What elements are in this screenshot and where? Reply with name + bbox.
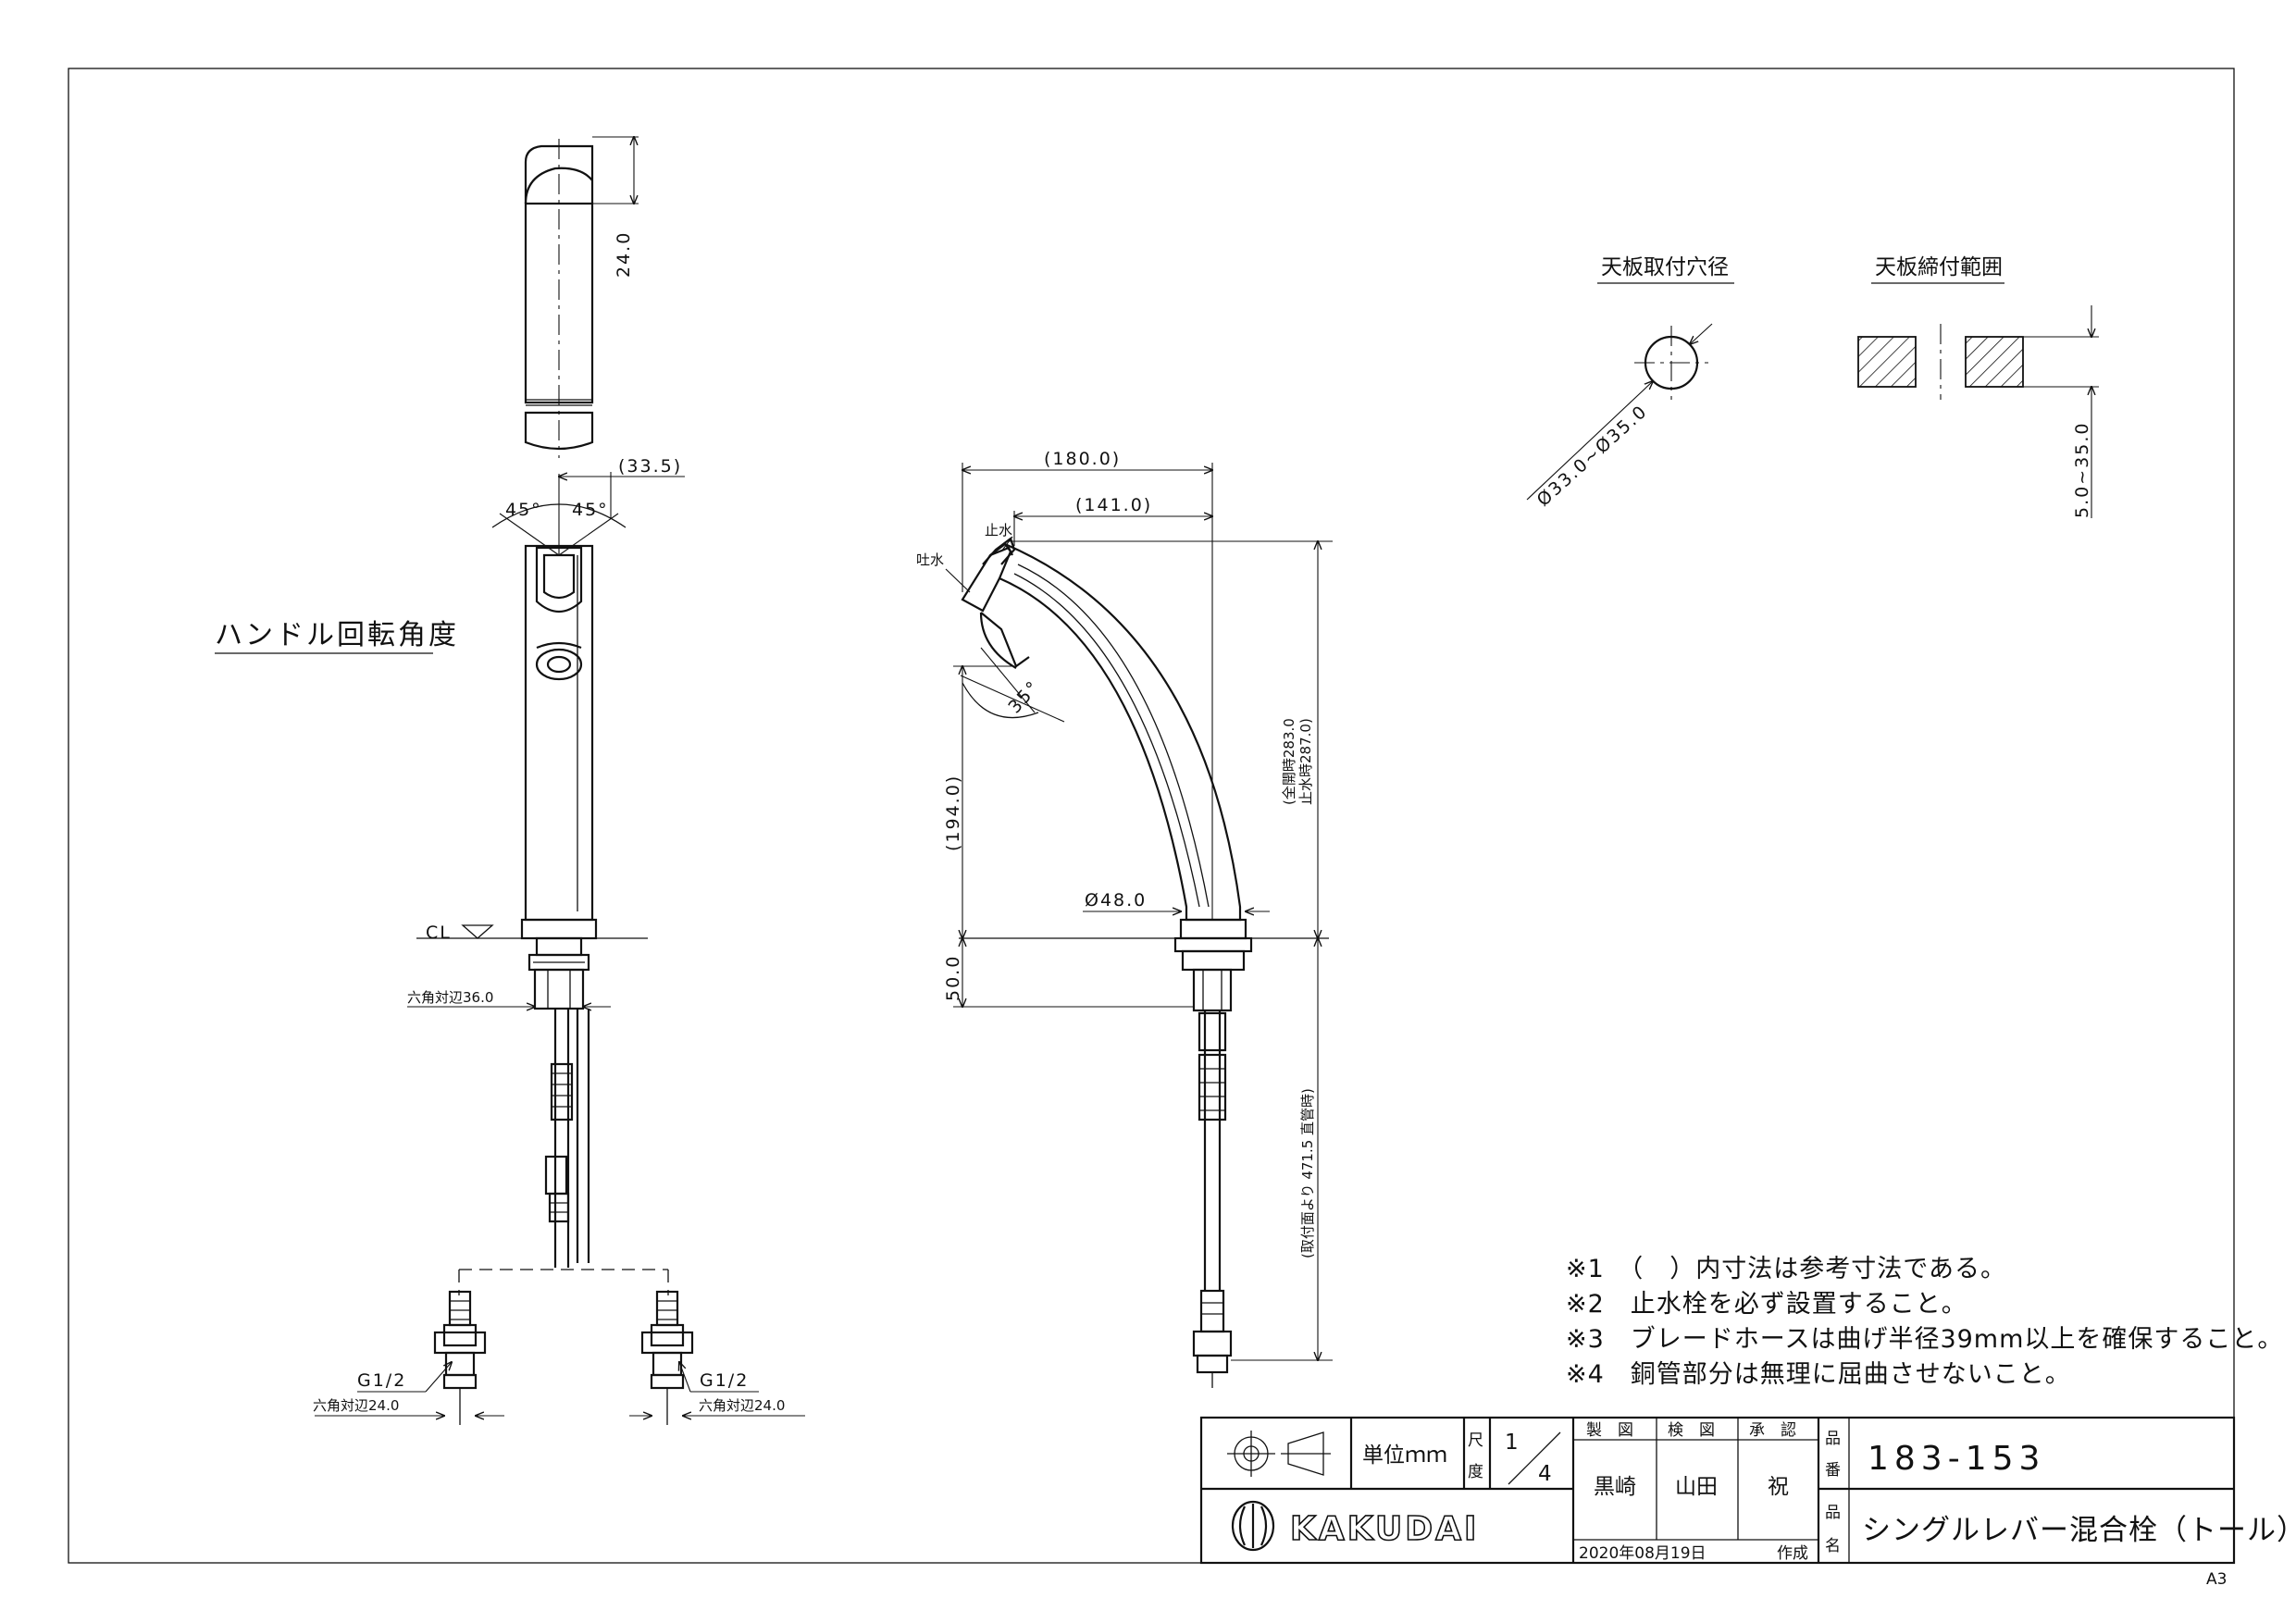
note-3: ※3 ブレードホースは曲げ半径39mm以上を確保すること。: [1566, 1325, 2283, 1354]
dim-clamp-range: 5.0~35.0: [2072, 422, 2092, 518]
dim-side-141: (141.0): [1075, 495, 1152, 515]
part-name-label-2: 名: [1825, 1537, 1841, 1555]
dim-front-offset: (33.5): [618, 456, 682, 477]
col-checked: 検 図: [1668, 1421, 1715, 1440]
dim-side-194: (194.0): [943, 774, 963, 851]
approved-by: 祝: [1768, 1475, 1789, 1499]
note-2: ※2 止水栓を必ず設置すること。: [1566, 1290, 1967, 1319]
dim-height-open: (全開時283.0: [1281, 718, 1297, 805]
part-number: 183-153: [1868, 1440, 2045, 1478]
notes: ※1 （ ）内寸法は参考寸法である。 ※2 止水栓を必ず設置すること。 ※3 ブ…: [1566, 1255, 2283, 1389]
scale-label-2: 度: [1468, 1463, 1483, 1481]
part-name: シングルレバー混合栓（トール）: [1862, 1514, 2296, 1547]
front-view: 24.0 45° 45° (33.5) ハンドル回転角度 CL: [215, 137, 805, 1425]
dim-hex-24-right: 六角対辺24.0: [699, 1397, 785, 1414]
part-no-label-1: 品: [1825, 1430, 1841, 1448]
dim-hole-diameter: Ø33.0~Ø35.0: [1533, 401, 1652, 510]
dim-side-50: 50.0: [943, 955, 963, 1001]
label-handle-rotation: ハンドル回転角度: [215, 619, 459, 651]
dim-side-180: (180.0): [1044, 449, 1121, 469]
col-drawn: 製 図: [1586, 1421, 1633, 1440]
title-clamp-range: 天板締付範囲: [1875, 255, 2003, 279]
company-name: KAKUDAI: [1290, 1510, 1479, 1548]
label-cl-front: CL: [426, 923, 452, 943]
title-block: 単位ｍｍ 尺 度 1 4 製 図 検 図 承 認 黒崎 山田 祝 2020年08…: [1199, 1416, 2296, 1565]
dim-front-top: 24.0: [614, 231, 634, 278]
label-stop-water: 止水: [985, 522, 1012, 539]
scale-denominator: 4: [1538, 1462, 1552, 1486]
dim-height-stop: 止水時287.0): [1297, 718, 1314, 805]
sheet-size: A3: [2206, 1570, 2227, 1589]
dim-hose-length: (取付面より 471.5 直管時): [1299, 1088, 1316, 1258]
note-4: ※4 銅管部分は無理に屈曲させないこと。: [1566, 1360, 2071, 1389]
checked-by: 山田: [1675, 1475, 1718, 1499]
dim-side-dia48: Ø48.0: [1085, 890, 1147, 911]
label-spout-outlet: 吐水: [916, 551, 944, 568]
right-supply-valve: [640, 1290, 694, 1425]
drawing-frame: [68, 68, 2235, 1564]
title-hole-diameter: 天板取付穴径: [1601, 255, 1729, 279]
col-approved: 承 認: [1749, 1421, 1796, 1440]
dim-g-left: G1/2: [357, 1370, 406, 1391]
dim-hex-24-left: 六角対辺24.0: [313, 1397, 399, 1414]
clamp-range-detail: 天板締付範囲 5.0~35.0: [1857, 255, 2099, 518]
scale-numerator: 1: [1505, 1431, 1519, 1455]
note-1: ※1 （ ）内寸法は参考寸法である。: [1566, 1255, 2006, 1283]
third-angle-projection-icon: [1227, 1431, 1331, 1477]
left-supply-valve: [433, 1290, 487, 1425]
scale-label-1: 尺: [1468, 1431, 1483, 1450]
dim-angle-left: 45°: [505, 500, 542, 520]
drawn-by: 黒崎: [1594, 1475, 1636, 1499]
dim-g-right: G1/2: [700, 1370, 749, 1391]
part-name-label-1: 品: [1825, 1504, 1841, 1522]
part-no-label-2: 番: [1825, 1461, 1841, 1480]
side-view: 止水 吐水 35° Ø48.0: [916, 449, 1333, 1388]
unit-label: 単位ｍｍ: [1362, 1443, 1447, 1468]
mounting-hole-detail: 天板取付穴径 Ø33.0~Ø35.0: [1526, 255, 1734, 511]
dim-angle-right: 45°: [572, 500, 609, 520]
creation-date: 2020年08月19日: [1579, 1544, 1706, 1563]
kakudai-logo: KAKUDAI: [1231, 1500, 1479, 1552]
creation-suffix: 作成: [1777, 1544, 1808, 1563]
dim-hex-36: 六角対辺36.0: [407, 989, 493, 1006]
